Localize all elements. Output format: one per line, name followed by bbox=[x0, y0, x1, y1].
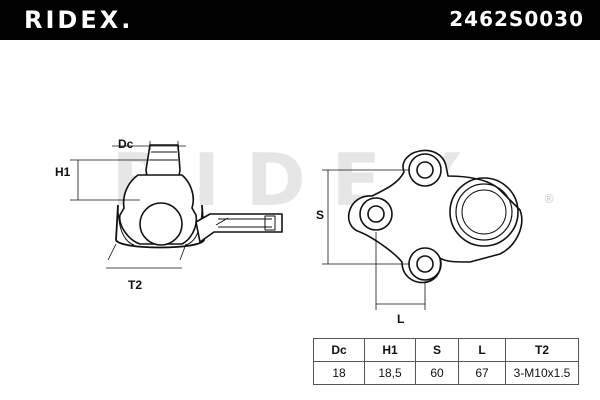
arm bbox=[195, 213, 283, 243]
ball-housing-outer bbox=[449, 177, 519, 247]
label-l: L bbox=[397, 312, 404, 326]
spec-table-value-row: 18 18,5 60 67 3-M10x1.5 bbox=[313, 361, 579, 385]
ball bbox=[139, 202, 183, 246]
label-h1: H1 bbox=[55, 165, 71, 179]
bolt-hole-left bbox=[367, 205, 385, 223]
spec-value-s: 60 bbox=[415, 361, 459, 385]
spec-table: Dc H1 S L T2 18 18,5 60 67 3-M10x1.5 bbox=[313, 338, 579, 385]
ball-joint-top-view bbox=[348, 149, 523, 284]
spec-header-s: S bbox=[415, 338, 459, 362]
spec-value-h1: 18,5 bbox=[364, 361, 416, 385]
technical-drawing: RIDEX ® Dc bbox=[55, 137, 555, 326]
ball-housing-ring bbox=[455, 183, 513, 241]
bolt-hole-bottom bbox=[416, 255, 434, 273]
spec-value-t2: 3-M10x1.5 bbox=[505, 361, 579, 385]
brand-logo: RIDEX. bbox=[24, 6, 134, 34]
header-bar: RIDEX. 2462S0030 bbox=[0, 0, 600, 40]
label-t2: T2 bbox=[128, 278, 142, 292]
spec-value-dc: 18 bbox=[313, 361, 365, 385]
dimension-lines-side bbox=[70, 141, 187, 269]
spec-value-l: 67 bbox=[458, 361, 506, 385]
spec-header-dc: Dc bbox=[313, 338, 365, 362]
spec-header-t2: T2 bbox=[505, 338, 579, 362]
housing bbox=[115, 204, 205, 249]
label-s: S bbox=[316, 208, 324, 222]
spec-header-h1: H1 bbox=[364, 338, 416, 362]
ball-housing-inner bbox=[461, 189, 507, 235]
dimension-lines-top bbox=[322, 169, 426, 310]
spec-table-header-row: Dc H1 S L T2 bbox=[313, 338, 579, 362]
part-number: 2462S0030 bbox=[449, 7, 584, 31]
watermark-registered-mark: ® bbox=[543, 192, 555, 206]
bolt-hole-top bbox=[416, 161, 434, 179]
spec-header-l: L bbox=[458, 338, 506, 362]
bolt-hole-left-outer bbox=[359, 197, 393, 231]
label-dc: Dc bbox=[118, 137, 134, 151]
